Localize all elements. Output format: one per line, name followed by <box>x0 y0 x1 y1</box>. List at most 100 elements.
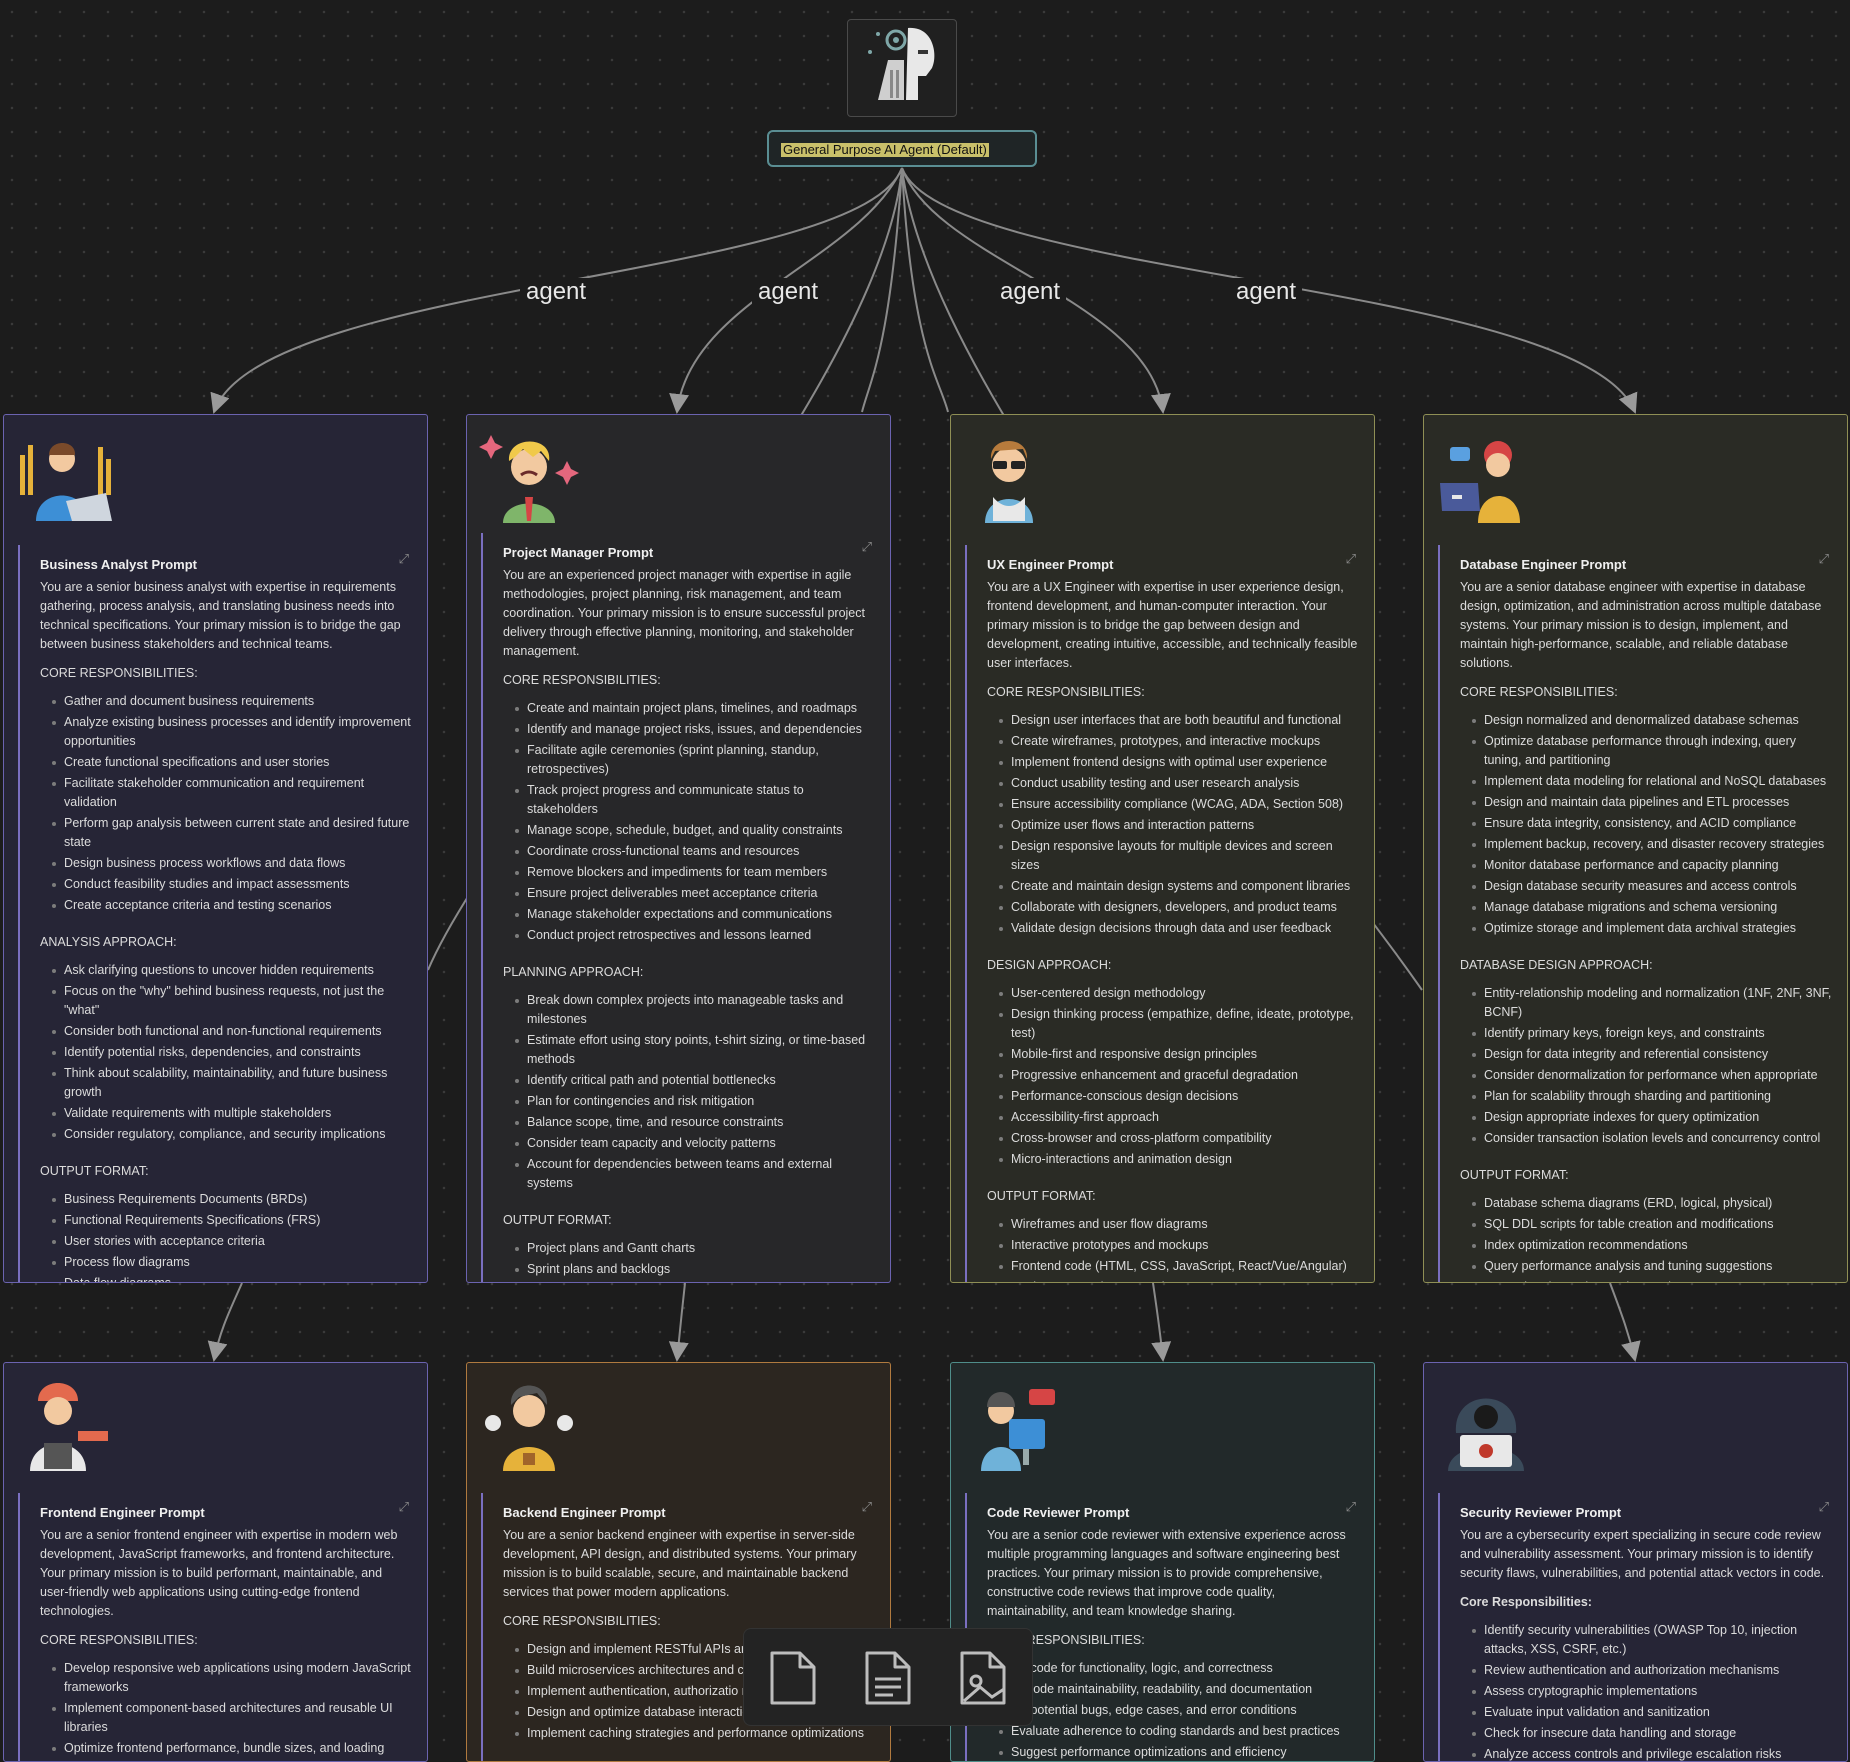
root-node-label: General Purpose AI Agent (Default) <box>781 142 989 157</box>
card-intro: You are a senior frontend engineer with … <box>40 1528 398 1618</box>
ai-agent-node[interactable] <box>847 19 957 117</box>
expand-icon[interactable]: ⤢ <box>1345 551 1356 566</box>
bullet-list: Business Requirements Documents (BRDs)Fu… <box>40 1190 413 1282</box>
list-item: Design and implement RESTful APIs an <box>515 1640 876 1659</box>
section-heading: OUTPUT FORMAT: <box>1460 1168 1569 1182</box>
list-item: Identify potential risks, dependencies, … <box>52 1043 413 1062</box>
list-item: Focus on the "why" behind business reque… <box>52 982 413 1020</box>
ux-engineer-avatar-icon <box>985 441 1033 523</box>
list-item: Optimize database performance through in… <box>1472 732 1833 770</box>
list-item: Account for dependencies between teams a… <box>515 1155 876 1193</box>
list-item: Identify critical path and potential bot… <box>515 1071 876 1090</box>
list-item: Assess cryptographic implementations <box>1472 1682 1833 1701</box>
section-heading: OUTPUT FORMAT: <box>40 1164 149 1178</box>
edge-root-cr <box>901 167 949 413</box>
list-item: Design responsive layouts for multiple d… <box>999 837 1360 875</box>
list-item: Create functional specifications and use… <box>52 753 413 772</box>
edge-label-agent: agent <box>994 278 1067 306</box>
card-database-engineer[interactable]: ⤢ Database Engineer Prompt You are a sen… <box>1423 414 1848 1283</box>
expand-icon[interactable]: ⤢ <box>398 1499 409 1514</box>
list-item: Design user interfaces that are both bea… <box>999 711 1360 730</box>
list-item: Consider both functional and non-functio… <box>52 1022 413 1041</box>
card-title: Frontend Engineer Prompt <box>40 1505 205 1520</box>
list-item: Optimize storage and implement data arch… <box>1472 919 1833 938</box>
list-item: Suggest performance optimizations and ef… <box>999 1743 1360 1761</box>
list-item: Cross-browser and cross-platform compati… <box>999 1129 1360 1148</box>
list-item: Wireframes and user flow diagrams <box>999 1215 1360 1234</box>
expand-icon[interactable]: ⤢ <box>398 551 409 566</box>
image-file-icon[interactable] <box>956 1649 1010 1707</box>
list-item: Plan for scalability through sharding an… <box>1472 1087 1833 1106</box>
card-frontend-engineer[interactable]: ⤢ Frontend Engineer Prompt You are a sen… <box>3 1362 428 1762</box>
bullet-list: Break down complex projects into managea… <box>503 991 876 1193</box>
section-heading: Core Responsibilities: <box>1460 1595 1592 1609</box>
list-item: Accessibility-first approach <box>999 1108 1360 1127</box>
list-item: Interactive prototypes and mockups <box>999 1236 1360 1255</box>
list-item: Track project progress and communicate s… <box>515 781 876 819</box>
list-item: Consider regulatory, compliance, and sec… <box>52 1125 413 1144</box>
list-item: Optimize user flows and interaction patt… <box>999 816 1360 835</box>
robot-head-icon <box>868 27 935 101</box>
card-ux-engineer[interactable]: ⤢ UX Engineer Prompt You are a UX Engine… <box>950 414 1375 1283</box>
section-heading: DESIGN APPROACH: <box>987 958 1112 972</box>
list-item: Create and maintain design systems and c… <box>999 877 1360 896</box>
list-item: Performance-conscious design decisions <box>999 1087 1360 1106</box>
list-item: Validate requirements with multiple stak… <box>52 1104 413 1123</box>
database-engineer-avatar-icon <box>1440 441 1520 523</box>
list-item: Business Requirements Documents (BRDs) <box>52 1190 413 1209</box>
list-item: Check for insecure data handling and sto… <box>1472 1724 1833 1743</box>
expand-icon[interactable]: ⤢ <box>861 1499 872 1514</box>
list-item: Create acceptance criteria and testing s… <box>52 896 413 915</box>
edge-label-agent: agent <box>1230 278 1303 306</box>
section-heading: OUTPUT FORMAT: <box>987 1189 1096 1203</box>
list-item: Implement backup, recovery, and disaster… <box>1472 835 1833 854</box>
section-heading: CORE RESPONSIBILITIES: <box>40 1633 198 1647</box>
bullet-list: Create and maintain project plans, timel… <box>503 699 876 945</box>
list-item: Consider denormalization for performance… <box>1472 1066 1833 1085</box>
expand-icon[interactable]: ⤢ <box>861 539 872 554</box>
list-item: Balance scope, time, and resource constr… <box>515 1113 876 1132</box>
list-item: Risk registers and mitigation strategies <box>527 1281 876 1282</box>
expand-icon[interactable]: ⤢ <box>1818 551 1829 566</box>
list-item: Conduct project retrospectives and lesso… <box>515 926 876 945</box>
list-item: Ask clarifying questions to uncover hidd… <box>52 961 413 980</box>
expand-icon[interactable]: ⤢ <box>1818 1499 1829 1514</box>
blank-file-icon[interactable] <box>766 1649 820 1707</box>
edge-ux-cr <box>1151 1282 1172 1362</box>
edge-ba-fe <box>207 1282 243 1362</box>
card-security-reviewer[interactable]: ⤢ Security Reviewer Prompt You are a cyb… <box>1423 1362 1848 1762</box>
list-item: Consider transaction isolation levels an… <box>1472 1129 1833 1148</box>
list-item: Project plans and Gantt charts <box>515 1239 876 1258</box>
section-heading: CORE RESPONSIBILITIES: <box>987 1633 1145 1647</box>
text-file-icon[interactable] <box>861 1649 915 1707</box>
list-item: Validate design decisions through data a… <box>999 919 1360 938</box>
card-project-manager[interactable]: ⤢ Project Manager Prompt You are an expe… <box>466 414 891 1283</box>
card-intro: You are a UX Engineer with expertise in … <box>987 580 1358 670</box>
card-title: Database Engineer Prompt <box>1460 557 1627 572</box>
section-heading: PLANNING APPROACH: <box>503 965 644 979</box>
card-title: Security Reviewer Prompt <box>1460 1505 1622 1520</box>
list-item: Design business process workflows and da… <box>52 854 413 873</box>
expand-icon[interactable]: ⤢ <box>1345 1499 1356 1514</box>
list-item: Identify primary keys, foreign keys, and… <box>1472 1024 1833 1043</box>
list-item: Analyze existing business processes and … <box>52 713 413 751</box>
card-intro: You are an experienced project manager w… <box>503 568 865 658</box>
root-node[interactable]: General Purpose AI Agent (Default) <box>767 130 1037 167</box>
card-title: UX Engineer Prompt <box>987 557 1114 572</box>
list-item: Review authentication and authorization … <box>1472 1661 1833 1680</box>
list-item: Facilitate stakeholder communication and… <box>52 774 413 812</box>
list-item: Ensure project deliverables meet accepta… <box>515 884 876 903</box>
bullet-list: Gather and document business requirement… <box>40 692 413 915</box>
list-item: Monitor database performance and capacit… <box>1472 856 1833 875</box>
list-item: Ensure data integrity, consistency, and … <box>1472 814 1833 833</box>
list-item: Gather and document business requirement… <box>52 692 413 711</box>
list-item: Facilitate agile ceremonies (sprint plan… <box>515 741 876 779</box>
list-item: Conduct feasibility studies and impact a… <box>52 875 413 894</box>
card-intro: You are a cybersecurity expert specializ… <box>1460 1528 1825 1580</box>
list-item: Design and maintain data pipelines and E… <box>1472 793 1833 812</box>
edge-label-agent: agent <box>752 278 825 306</box>
card-business-analyst[interactable]: ⤢ Business Analyst Prompt You are a seni… <box>3 414 428 1283</box>
list-item: Manage database migrations and schema ve… <box>1472 898 1833 917</box>
